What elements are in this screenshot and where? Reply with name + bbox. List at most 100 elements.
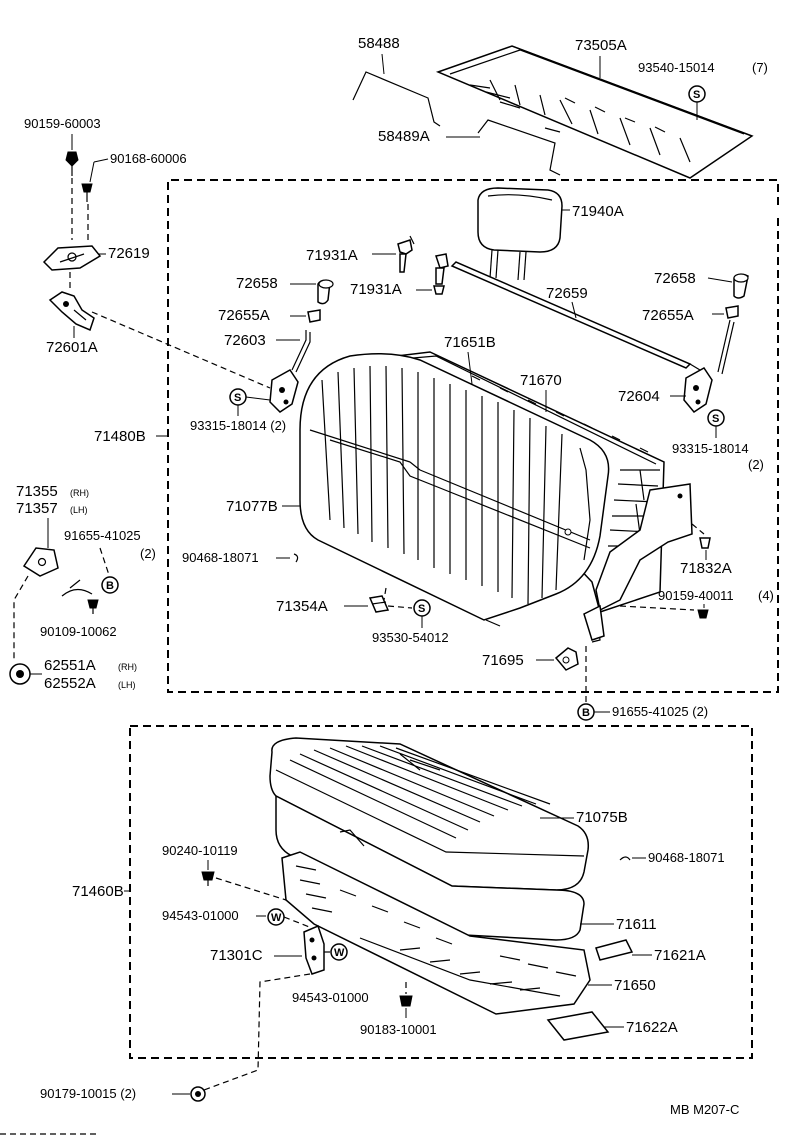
seat-cushion-71075b: [269, 737, 590, 891]
b-badge-icon: B: [577, 703, 595, 721]
nut-90179-icon: [190, 1086, 206, 1102]
label-72619: 72619: [108, 245, 150, 262]
label-90159-40011: 90159-40011: [658, 588, 734, 603]
label-93315-right: 93315-18014: [672, 441, 749, 456]
s-badge-icon: S: [688, 85, 706, 103]
knob-72658-left: [317, 279, 334, 305]
b-badge-icon: B: [101, 576, 119, 594]
pad-71621a: [595, 939, 634, 961]
rod-72659: [450, 261, 701, 371]
label-71940a: 71940A: [572, 203, 624, 220]
label-93530: 93530-54012: [372, 630, 449, 645]
label-72659: 72659: [546, 285, 588, 302]
clip-71354a: [368, 595, 390, 613]
bushing-72655a-left: [307, 309, 321, 323]
qty-91655-left: (2): [140, 546, 156, 561]
w-badge-icon: W: [330, 943, 348, 961]
label-72658-left: 72658: [236, 275, 278, 292]
side-71357: (LH): [70, 505, 88, 515]
bolt-90109-icon: [87, 599, 99, 614]
label-73505a: 73505A: [575, 37, 627, 54]
s-badge-icon: S: [229, 388, 247, 406]
label-93315-left: 93315-18014 (2): [190, 418, 286, 433]
label-71460b: 71460B: [72, 883, 124, 900]
bolt-icon: [65, 151, 79, 176]
label-72604: 72604: [618, 388, 660, 405]
nut-90183-icon: [399, 995, 413, 1007]
qty-93315-right: (2): [748, 457, 764, 472]
svg-text:W: W: [334, 947, 345, 959]
screw-icon: [81, 183, 93, 202]
seat-frame-71650: [281, 851, 591, 1015]
svg-text:S: S: [418, 603, 425, 615]
svg-text:S: S: [693, 89, 700, 101]
label-62552a: 62552A: [44, 675, 96, 692]
label-71832a: 71832A: [680, 560, 732, 577]
s-badge-icon: S: [707, 409, 725, 427]
label-91655-left: 91655-41025: [64, 528, 141, 543]
hinge-71695: [554, 647, 579, 671]
seat-cushion-assembly-box: [129, 725, 753, 1059]
label-71622a: 71622A: [626, 1019, 678, 1036]
label-71931a-2: 71931A: [350, 281, 402, 298]
label-71651b: 71651B: [444, 334, 496, 351]
cap-62551a: [9, 663, 31, 685]
label-91655-bottom: 91655-41025 (2): [612, 704, 708, 719]
seatback-bracket-right: [583, 483, 693, 643]
hinge-71355: [22, 547, 59, 577]
bracket-71301c: [303, 924, 325, 975]
wire-58488: [352, 71, 441, 127]
svg-text:B: B: [582, 707, 590, 719]
label-93540-15014: 93540-15014: [638, 60, 715, 75]
hog-ring-icon: [293, 553, 299, 563]
svg-text:S: S: [234, 392, 241, 404]
qty-93540-15014: (7): [752, 60, 768, 75]
headrest-support-71931a-1: [397, 235, 415, 273]
label-71650: 71650: [614, 977, 656, 994]
back-trim-panel: [435, 45, 754, 179]
label-90468-right: 90468-18071: [648, 850, 725, 865]
label-71077b: 71077B: [226, 498, 278, 515]
diagram-code: MB M207-C: [670, 1102, 739, 1117]
label-71355: 71355: [16, 483, 58, 500]
headrest-support-71931a-2: [433, 253, 449, 295]
side-71355: (RH): [70, 488, 89, 498]
label-58488: 58488: [358, 35, 400, 52]
label-90159-60003: 90159-60003: [24, 116, 101, 131]
label-72655a-left: 72655A: [218, 307, 270, 324]
bushing-72655a-right: [725, 305, 739, 319]
svg-text:W: W: [271, 912, 282, 924]
label-71301c: 71301C: [210, 947, 263, 964]
label-71670: 71670: [520, 372, 562, 389]
label-71621a: 71621A: [654, 947, 706, 964]
label-71931a-1: 71931A: [306, 247, 358, 264]
label-71611: 71611: [616, 916, 657, 933]
label-58489a: 58489A: [378, 128, 430, 145]
label-90183: 90183-10001: [360, 1022, 437, 1037]
label-71354a: 71354A: [276, 598, 328, 615]
s-badge-icon: S: [413, 599, 431, 617]
hog-ring-icon: [619, 856, 631, 861]
label-90179: 90179-10015 (2): [40, 1086, 136, 1101]
latch-72601a: [48, 291, 95, 332]
qty-90159-40011: (4): [758, 588, 774, 603]
clip-71832a: [699, 537, 711, 549]
seatback-cushion-71077b: [299, 353, 610, 621]
label-90109: 90109-10062: [40, 624, 117, 639]
label-71695: 71695: [482, 652, 524, 669]
label-94543-2: 94543-01000: [292, 990, 369, 1005]
label-90468-left: 90468-18071: [182, 550, 259, 565]
label-71357: 71357: [16, 500, 58, 517]
latch-cover-72619: [42, 245, 102, 271]
svg-text:S: S: [712, 413, 719, 425]
wire-58489a: [477, 119, 561, 176]
label-72655a-right: 72655A: [642, 307, 694, 324]
side-62552a: (LH): [118, 680, 136, 690]
seat-cushion-cover-71611: [275, 794, 585, 941]
release-rod-72603: [269, 330, 311, 413]
label-71075b: 71075B: [576, 809, 628, 826]
release-rod-72604: [683, 319, 735, 413]
label-72658-right: 72658: [654, 270, 696, 287]
label-94543-1: 94543-01000: [162, 908, 239, 923]
